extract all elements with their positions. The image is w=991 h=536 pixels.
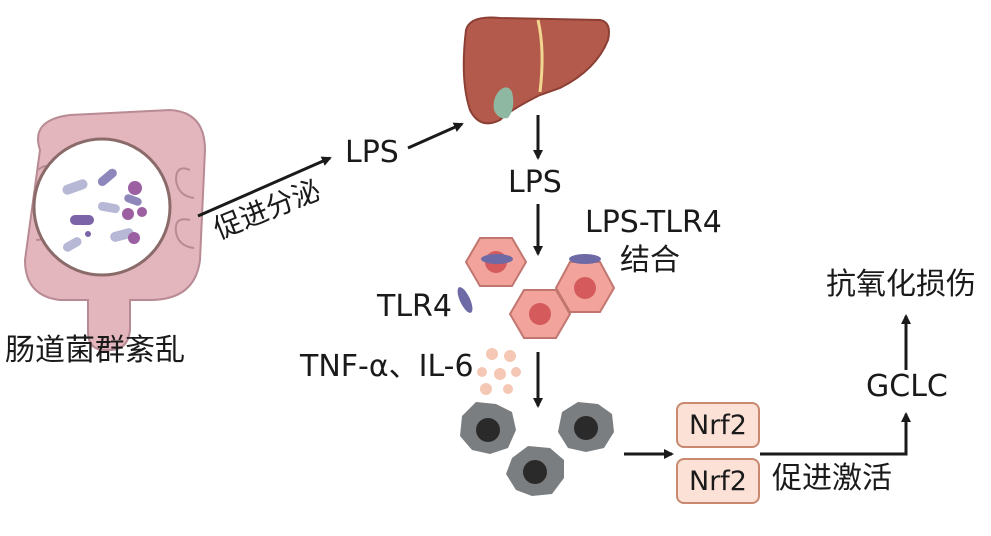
hepatocyte-cluster [457,237,616,339]
cytokine-dots [477,348,521,395]
lps-tlr4-label: LPS-TLR4 [585,205,722,240]
arrows [197,115,911,459]
arrow-nrf2-to-gclc [760,412,911,456]
arrow-intestine-to-lps [197,156,332,218]
dysbiosis-label: 肠道菌群紊乱 [5,333,185,368]
arrow-lps-to-liver [407,122,464,150]
nrf2-box-top: Nrf2 [676,402,760,448]
binding-label: 结合 [620,243,680,278]
tlr4-label: TLR4 [377,289,452,324]
promote-activation-label: 促进激活 [772,461,892,496]
anti-oxidative-label: 抗氧化损伤 [826,267,976,302]
macrophage-cluster [460,402,614,496]
bacteria-cluster [62,168,147,252]
intestine-illustration [23,108,207,351]
gclc-label: GCLC [866,369,948,404]
cytokines-label: TNF-α、IL-6 [300,349,474,384]
tlr4-receptor-icon [457,254,601,313]
liver-illustration [462,16,610,125]
nrf2-box-bottom: Nrf2 [676,458,760,504]
lps-top-label: LPS [345,135,399,170]
lps-mid-label: LPS [508,165,562,200]
